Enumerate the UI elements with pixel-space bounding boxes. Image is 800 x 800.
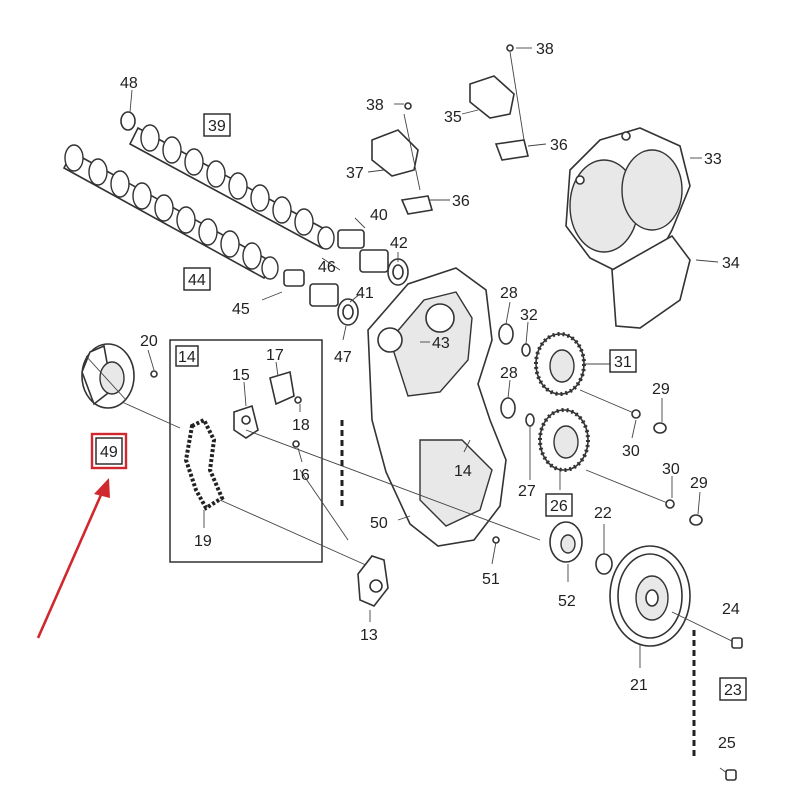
- belt-guard: [357, 555, 389, 607]
- label-13: 13: [360, 627, 378, 644]
- label-28-upper: 28: [500, 285, 518, 302]
- bearing-shells: [283, 229, 409, 326]
- crank-sprocket: [549, 521, 583, 563]
- solenoid-37: [371, 102, 434, 215]
- seal-ring: [120, 111, 136, 131]
- label-36-right: 36: [550, 137, 568, 154]
- cam-gear-26: [538, 408, 590, 472]
- label-31: 31: [614, 354, 632, 371]
- camshaft-lower: [62, 144, 279, 280]
- timing-belt: [183, 417, 225, 511]
- label-38-left: 38: [366, 97, 384, 114]
- solenoid-35: [469, 44, 529, 161]
- label-19: 19: [194, 533, 212, 550]
- label-43: 43: [432, 335, 450, 352]
- label-30-lower: 30: [662, 461, 680, 478]
- label-15: 15: [232, 367, 250, 384]
- label-29-upper: 29: [652, 381, 670, 398]
- cam-gear-31: [534, 332, 586, 396]
- highlight-arrow: [36, 478, 110, 639]
- label-34: 34: [722, 255, 740, 272]
- label-17: 17: [266, 347, 284, 364]
- label-46: 46: [318, 259, 336, 276]
- label-25: 25: [718, 735, 736, 752]
- label-52: 52: [558, 593, 576, 610]
- timing-backplate: [367, 267, 507, 547]
- label-35: 35: [444, 109, 462, 126]
- label-18: 18: [292, 417, 310, 434]
- label-33: 33: [704, 151, 722, 168]
- label-45: 45: [232, 301, 250, 318]
- label-24: 24: [722, 601, 740, 618]
- label-22: 22: [594, 505, 612, 522]
- label-37: 37: [346, 165, 364, 182]
- label-16: 16: [292, 467, 310, 484]
- label-44: 44: [188, 272, 206, 289]
- label-42: 42: [390, 235, 408, 252]
- timing-cover: [565, 127, 691, 329]
- idler-17: [269, 370, 295, 406]
- label-38-right: 38: [536, 41, 554, 58]
- label-23: 23: [724, 682, 742, 699]
- label-21: 21: [630, 677, 648, 694]
- label-29-lower: 29: [690, 475, 708, 492]
- label-48: 48: [120, 75, 138, 92]
- label-32: 32: [520, 307, 538, 324]
- crankshaft-pulley: [609, 545, 691, 647]
- tensioner-15: [233, 404, 259, 439]
- label-51: 51: [482, 571, 500, 588]
- camshaft-upper: [128, 124, 335, 250]
- label-14-box: 14: [178, 349, 196, 366]
- label-41: 41: [356, 285, 374, 302]
- label-14: 14: [454, 463, 472, 480]
- label-20: 20: [140, 333, 158, 350]
- label-50: 50: [370, 515, 388, 532]
- label-36-left: 36: [452, 193, 470, 210]
- label-47: 47: [334, 349, 352, 366]
- label-27: 27: [518, 483, 536, 500]
- label-49: 49: [100, 444, 118, 461]
- label-39: 39: [208, 118, 226, 135]
- belt-kit-frame: [169, 339, 323, 563]
- label-30-upper: 30: [622, 443, 640, 460]
- label-28-lower: 28: [500, 365, 518, 382]
- label-40: 40: [370, 207, 388, 224]
- water-pump: [81, 343, 135, 409]
- label-26: 26: [550, 498, 568, 515]
